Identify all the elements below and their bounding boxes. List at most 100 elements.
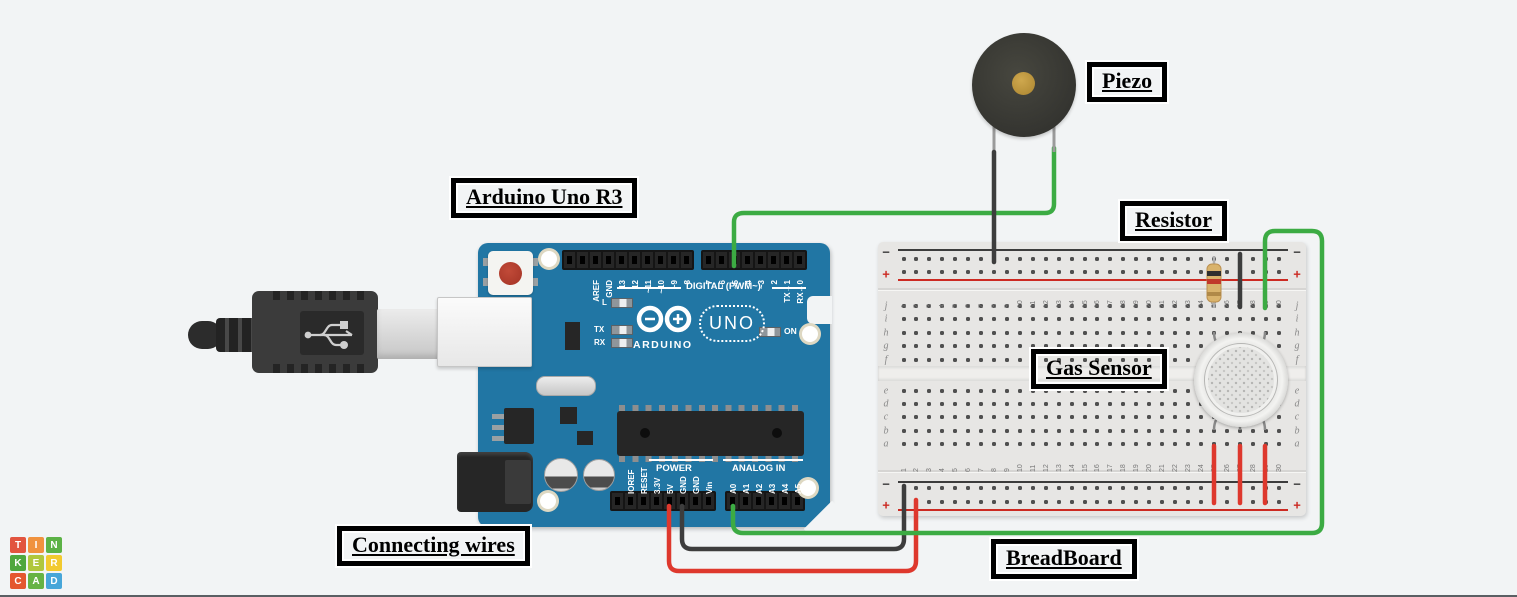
breadboard-rail-hole[interactable]	[927, 499, 932, 504]
breadboard-hole[interactable]	[1095, 402, 1100, 406]
breadboard-rail-hole[interactable]	[1134, 269, 1139, 274]
breadboard-hole[interactable]	[1134, 442, 1139, 447]
breadboard-hole[interactable]	[1017, 357, 1022, 362]
breadboard-hole[interactable]	[1095, 415, 1100, 420]
breadboard-rail-hole[interactable]	[940, 499, 945, 504]
breadboard-rail-hole[interactable]	[1224, 486, 1229, 490]
breadboard-rail-hole[interactable]	[1082, 256, 1087, 261]
breadboard-hole[interactable]	[1095, 344, 1100, 349]
breadboard-rail-hole[interactable]	[1056, 269, 1061, 274]
breadboard-rail-hole[interactable]	[966, 269, 971, 274]
header-pin[interactable]	[742, 252, 753, 268]
breadboard-hole[interactable]	[1108, 388, 1113, 393]
breadboard-hole[interactable]	[1250, 428, 1255, 433]
breadboard-hole[interactable]	[1134, 428, 1139, 433]
breadboard-rail-hole[interactable]	[1198, 256, 1203, 261]
breadboard-rail-hole[interactable]	[1004, 269, 1009, 274]
breadboard-hole[interactable]	[914, 357, 919, 362]
breadboard-hole[interactable]	[1160, 330, 1165, 335]
breadboard-hole[interactable]	[966, 428, 971, 433]
breadboard-rail-hole[interactable]	[1134, 486, 1139, 490]
breadboard-hole[interactable]	[1186, 344, 1190, 349]
breadboard-hole[interactable]	[1211, 330, 1216, 335]
breadboard-rail-hole[interactable]	[1043, 269, 1048, 274]
breadboard-hole[interactable]	[1043, 402, 1048, 406]
breadboard-hole[interactable]	[1043, 428, 1048, 433]
breadboard-hole[interactable]	[901, 344, 906, 349]
breadboard-hole[interactable]	[1095, 442, 1100, 447]
breadboard-hole[interactable]	[1147, 402, 1152, 406]
breadboard-hole[interactable]	[1043, 415, 1048, 420]
breadboard-hole[interactable]	[1004, 415, 1009, 420]
breadboard-rail-hole[interactable]	[966, 499, 971, 504]
breadboard-rail-hole[interactable]	[1237, 499, 1242, 504]
breadboard-hole[interactable]	[966, 357, 971, 362]
breadboard-hole[interactable]	[1056, 330, 1061, 335]
breadboard-hole[interactable]	[966, 330, 971, 335]
breadboard-hole[interactable]	[953, 428, 958, 433]
header-pin[interactable]	[642, 252, 653, 268]
breadboard-hole[interactable]	[1004, 330, 1009, 335]
breadboard-hole[interactable]	[1017, 402, 1022, 406]
breadboard-hole[interactable]	[966, 388, 971, 393]
breadboard-rail-hole[interactable]	[1263, 499, 1268, 504]
breadboard-rail-hole[interactable]	[1056, 499, 1061, 504]
breadboard-hole[interactable]	[1173, 402, 1177, 406]
label-breadboard[interactable]: BreadBoard	[991, 539, 1137, 579]
breadboard-hole[interactable]	[1030, 415, 1035, 420]
breadboard-hole[interactable]	[1030, 428, 1035, 433]
breadboard-hole[interactable]	[1056, 344, 1061, 349]
breadboard-rail-hole[interactable]	[953, 486, 958, 490]
header-pin[interactable]	[629, 252, 640, 268]
breadboard-hole[interactable]	[1069, 415, 1074, 420]
breadboard-hole[interactable]	[1276, 415, 1281, 420]
breadboard-rail-hole[interactable]	[1108, 269, 1113, 274]
breadboard-rail-hole[interactable]	[927, 256, 932, 261]
breadboard-rail-hole[interactable]	[966, 486, 971, 490]
breadboard-hole[interactable]	[1198, 428, 1203, 433]
header-pin[interactable]	[681, 252, 692, 268]
breadboard-hole[interactable]	[1108, 415, 1113, 420]
breadboard-hole[interactable]	[1147, 442, 1152, 447]
breadboard-rail-hole[interactable]	[914, 269, 919, 274]
breadboard-hole[interactable]	[940, 415, 945, 420]
breadboard-rail-hole[interactable]	[1082, 486, 1087, 490]
breadboard-rail-hole[interactable]	[1276, 256, 1281, 261]
breadboard-hole[interactable]	[1095, 388, 1100, 393]
breadboard-hole[interactable]	[1069, 344, 1074, 349]
header-pin[interactable]	[590, 252, 601, 268]
breadboard-hole[interactable]	[1276, 428, 1281, 433]
breadboard-hole[interactable]	[1108, 428, 1113, 433]
label-piezo[interactable]: Piezo	[1087, 62, 1168, 102]
breadboard-rail-hole[interactable]	[1160, 486, 1165, 490]
breadboard-rail-hole[interactable]	[901, 256, 906, 261]
digital-header-right[interactable]	[701, 250, 807, 270]
breadboard-hole[interactable]	[1121, 388, 1126, 393]
breadboard-hole[interactable]	[992, 357, 996, 362]
breadboard-hole[interactable]	[1069, 442, 1074, 447]
breadboard-hole[interactable]	[1134, 402, 1139, 406]
breadboard-hole[interactable]	[1160, 388, 1165, 393]
header-pin[interactable]	[768, 252, 779, 268]
breadboard-hole[interactable]	[1004, 442, 1009, 447]
breadboard-hole[interactable]	[1186, 428, 1190, 433]
breadboard-hole[interactable]	[979, 357, 984, 362]
breadboard-rail-hole[interactable]	[1056, 256, 1061, 261]
breadboard-hole[interactable]	[1173, 415, 1177, 420]
breadboard-hole[interactable]	[1224, 428, 1229, 433]
breadboard-hole[interactable]	[901, 330, 906, 335]
breadboard-rail-hole[interactable]	[927, 486, 932, 490]
breadboard-rail-hole[interactable]	[1224, 256, 1229, 261]
header-pin[interactable]	[625, 493, 636, 509]
breadboard-hole[interactable]	[1121, 415, 1126, 420]
breadboard-hole[interactable]	[1134, 388, 1139, 393]
breadboard-hole[interactable]	[1004, 428, 1009, 433]
breadboard-hole[interactable]	[1186, 388, 1190, 393]
header-pin[interactable]	[755, 252, 766, 268]
breadboard-rail-hole[interactable]	[1173, 486, 1177, 490]
breadboard-rail-hole[interactable]	[1160, 256, 1165, 261]
breadboard-hole[interactable]	[914, 442, 919, 447]
breadboard-rail-hole[interactable]	[1276, 269, 1281, 274]
breadboard-hole[interactable]	[979, 330, 984, 335]
label-connecting-wires[interactable]: Connecting wires	[337, 526, 530, 566]
